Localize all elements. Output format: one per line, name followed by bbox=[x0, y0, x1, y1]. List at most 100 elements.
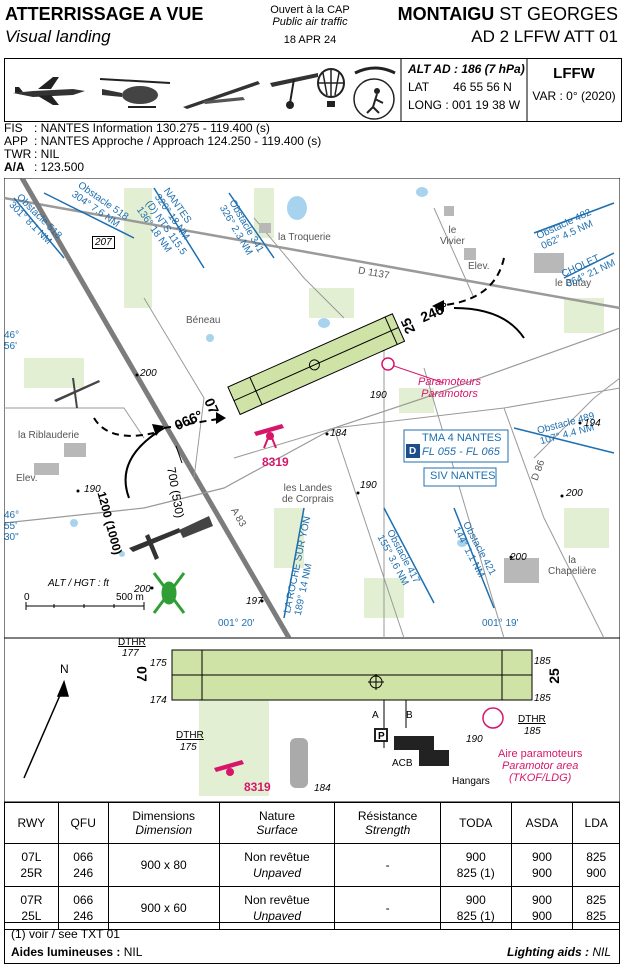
aerodrome-detail bbox=[4, 638, 620, 802]
spot-height-184: 184 bbox=[330, 428, 347, 439]
siv-label: SIV NANTES bbox=[430, 470, 496, 482]
paramotor-area-label: Aire paramoteurs Paramotor area (TKOF/LD… bbox=[498, 748, 583, 784]
alt-ad: ALT AD : 186 (7 hPa) bbox=[408, 62, 525, 76]
ulm-drawing bbox=[179, 516, 213, 538]
dthr-07r-label: DTHR bbox=[176, 730, 204, 741]
elev-185-b: 185 bbox=[534, 693, 551, 704]
chart-id: AD 2 LFFW ATT 01 bbox=[471, 27, 618, 46]
elev-190-detail: 190 bbox=[466, 734, 483, 745]
lon-19: 001° 19' bbox=[482, 618, 519, 629]
ulm-platform-icon-detail bbox=[214, 760, 244, 776]
title-en: Visual landing bbox=[5, 27, 111, 46]
tma-label: TMA 4 NANTES bbox=[422, 432, 502, 444]
airplane-drawing bbox=[129, 528, 181, 560]
circuit-arrowheads bbox=[152, 300, 444, 436]
freq-fis: FIS: NANTES Information 130.275 - 119.40… bbox=[4, 121, 270, 135]
frequency-list: FIS: NANTES Information 130.275 - 119.40… bbox=[4, 122, 321, 174]
place-riblauderie: la Riblauderie bbox=[18, 430, 80, 441]
open-status: Ouvert à la CAP Public air traffic 18 AP… bbox=[250, 4, 370, 46]
ulm-icon bbox=[270, 73, 318, 109]
spot-height-190-a: 190 bbox=[370, 390, 387, 401]
spot-height-190-b: 190 bbox=[360, 480, 377, 491]
roads bbox=[4, 178, 620, 638]
elev-184-detail: 184 bbox=[314, 783, 331, 794]
north-label: N bbox=[60, 662, 69, 676]
scale-bar bbox=[25, 602, 145, 610]
taxiway-a: A bbox=[372, 710, 379, 721]
place-beneau: Béneau bbox=[186, 315, 221, 326]
title-fr: ATTERRISSAGE A VUE bbox=[5, 4, 204, 24]
helicopter-icon bbox=[99, 78, 171, 108]
water-areas bbox=[70, 187, 467, 557]
elev-174: 174 bbox=[150, 695, 167, 706]
spot-height-190-c: 190 bbox=[84, 484, 101, 495]
freq-app: APP: NANTES Approche / Approach 124.250 … bbox=[4, 134, 322, 148]
lighting-en: Lighting aids : NIL bbox=[506, 945, 611, 959]
dthr-07-value: 177 bbox=[122, 648, 139, 659]
longitude: LONG : 001 19 38 W bbox=[408, 98, 521, 112]
spot-height-200-d: 200 bbox=[134, 584, 151, 595]
place-butay: le Butay bbox=[555, 278, 592, 289]
chart-date: 18 APR 24 bbox=[283, 34, 337, 46]
elev-175-a: 175 bbox=[150, 658, 167, 669]
freq-aa: A/A: 123.500 bbox=[4, 160, 85, 174]
siv-box bbox=[423, 467, 497, 487]
lat-56: 46°56' bbox=[4, 330, 20, 352]
col-toda: TODA bbox=[439, 802, 512, 844]
elev-185-a: 185 bbox=[534, 656, 551, 667]
tma-levels: FL 055 - FL 065 bbox=[422, 446, 500, 458]
spot-height-200-a: 200 bbox=[140, 368, 157, 379]
aerodrome-name: MONTAIGU ST GEORGES bbox=[397, 4, 618, 24]
airplane-icon bbox=[13, 77, 85, 105]
detail-rwy-07: 07 bbox=[133, 666, 150, 682]
spot-height-194: 194 bbox=[584, 418, 601, 429]
north-arrow-icon bbox=[23, 679, 69, 779]
tma-class-box bbox=[406, 444, 420, 458]
lat-55: 46°55'30" bbox=[4, 510, 20, 543]
scale-500: 500 m bbox=[116, 592, 144, 603]
tma-box bbox=[403, 429, 509, 463]
glider-drawing bbox=[54, 378, 100, 408]
col-qfu: QFU bbox=[57, 802, 109, 844]
detail-rwy-25: 25 bbox=[545, 668, 562, 684]
glider-icon bbox=[183, 81, 260, 109]
dthr-25-value: 185 bbox=[524, 726, 541, 737]
lighting-fr: Aides lumineuses : NIL bbox=[11, 945, 143, 959]
spot-height-200-b: 200 bbox=[566, 488, 583, 499]
paramotor-icon bbox=[353, 66, 396, 120]
bearing-arrows bbox=[13, 187, 615, 619]
scale-title: ALT / HGT : ft bbox=[48, 578, 109, 589]
balloon-icon bbox=[317, 68, 345, 107]
dthr-07-label: DTHR bbox=[118, 637, 146, 648]
taxiway-b: B bbox=[406, 710, 413, 721]
built-areas bbox=[34, 206, 564, 583]
lon-20: 001° 20' bbox=[218, 618, 255, 629]
dthr-25-label: DTHR bbox=[518, 714, 546, 725]
magnetic-variation: VAR : 0° (2020) bbox=[532, 89, 616, 103]
spot-height-dots bbox=[76, 373, 582, 603]
label-elev-2: Elev. bbox=[16, 473, 38, 484]
label-elev-1: Elev. bbox=[468, 261, 490, 272]
icao-code: LFFW bbox=[553, 65, 595, 82]
col-asda: ASDA bbox=[510, 802, 574, 844]
paramotor-area-circle-detail bbox=[482, 707, 504, 729]
acb-label: ACB bbox=[392, 758, 413, 769]
runway bbox=[227, 313, 406, 416]
aircraft-types-icons bbox=[13, 59, 528, 121]
ulm-number-detail: 8319 bbox=[244, 780, 271, 794]
helicopter-drawing bbox=[152, 572, 186, 614]
hangars-label: Hangars bbox=[452, 776, 490, 787]
footer-box: (1) voir / see TXT 01 Aides lumineuses :… bbox=[4, 922, 620, 964]
detail-building-shapes bbox=[290, 738, 308, 788]
scale-zero: 0 bbox=[24, 592, 30, 603]
